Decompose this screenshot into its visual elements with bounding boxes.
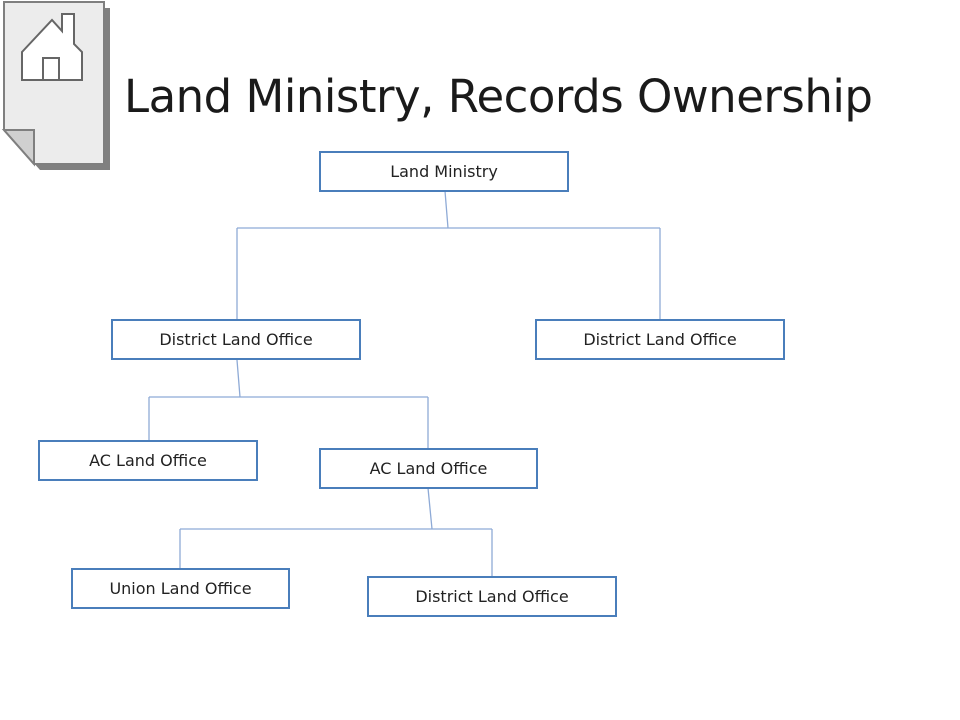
node-land-ministry: Land Ministry <box>319 151 569 192</box>
slide-title: Land Ministry, Records Ownership <box>124 70 873 123</box>
node-district-land-office-bottom: District Land Office <box>367 576 617 617</box>
node-union-land-office: Union Land Office <box>71 568 290 609</box>
connector-district-to-ac <box>148 359 429 448</box>
connector-root-to-district <box>236 190 661 320</box>
node-district-land-office-left: District Land Office <box>111 319 361 360</box>
node-ac-land-office-right: AC Land Office <box>319 448 538 489</box>
house-document-icon <box>1 1 110 170</box>
node-ac-land-office-left: AC Land Office <box>38 440 258 481</box>
node-district-land-office-right: District Land Office <box>535 319 785 360</box>
connector-ac-to-union <box>179 487 493 576</box>
